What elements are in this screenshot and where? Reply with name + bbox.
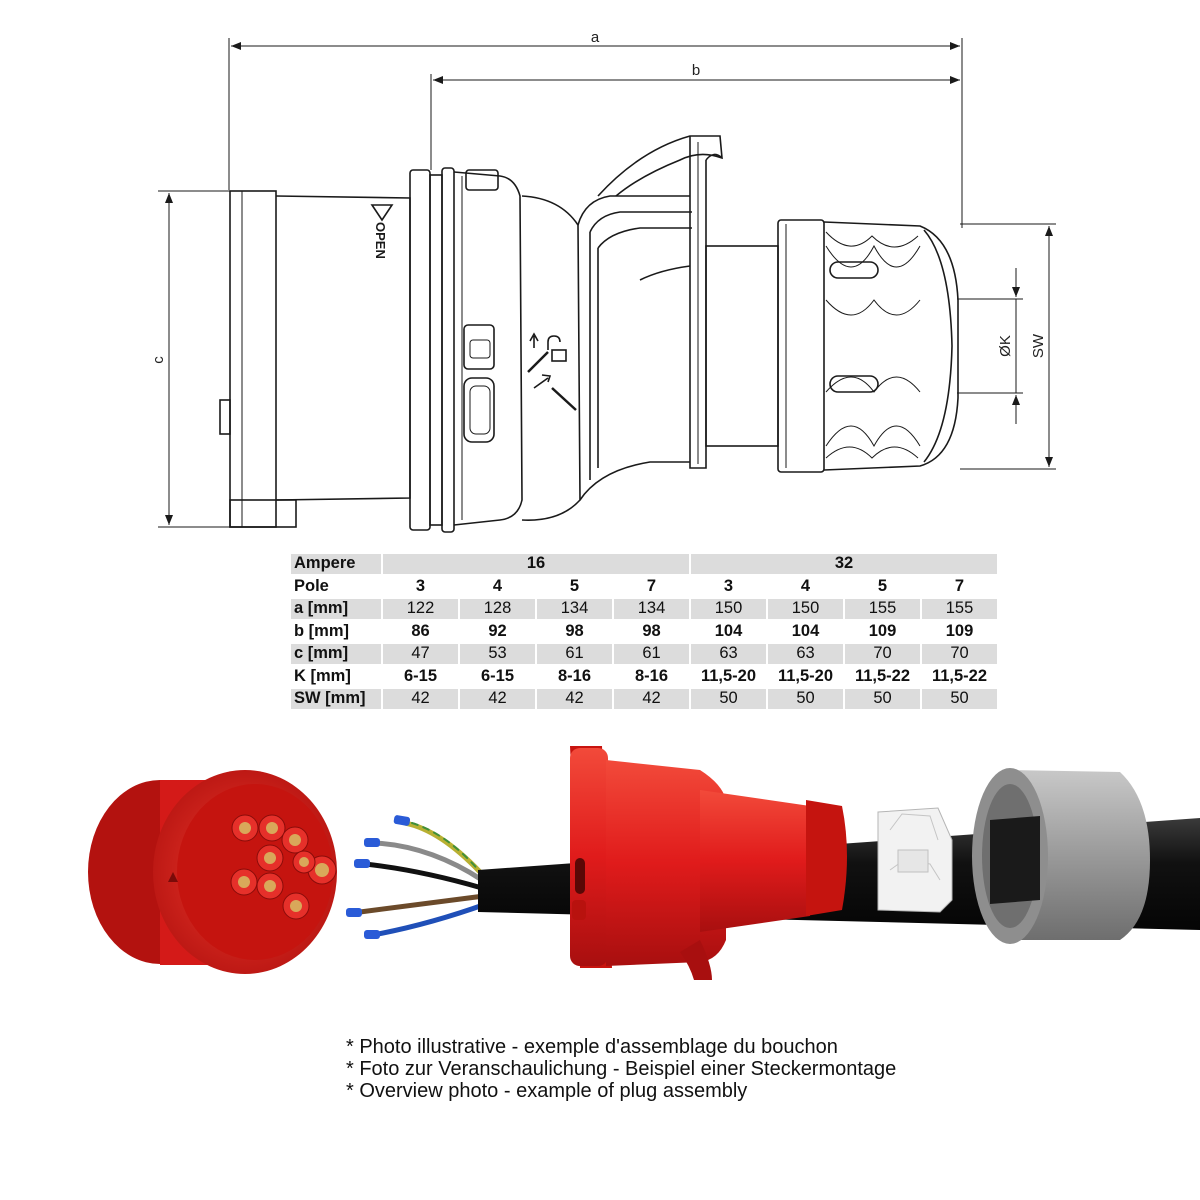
table-cell: 122: [383, 599, 458, 619]
open-label: OPEN: [373, 222, 388, 259]
dimension-a-label: a: [591, 29, 600, 46]
table-cell: 42: [614, 689, 689, 709]
row-label: a [mm]: [291, 599, 381, 619]
table-cell: 6-15: [383, 666, 458, 686]
table-cell: 11,5-20: [768, 666, 843, 686]
note-english: * Overview photo - example of plug assem…: [346, 1080, 748, 1102]
table-cell: 70: [922, 644, 997, 664]
table-cell: 134: [614, 599, 689, 619]
dimension-a: a: [228, 29, 963, 228]
caption-notes: * Photo illustrative - exemple d'assembl…: [346, 1036, 896, 1102]
table-cell: 61: [614, 644, 689, 664]
table-cell: 4: [768, 576, 843, 596]
table-cell: 104: [768, 621, 843, 641]
table-cell: 63: [768, 644, 843, 664]
table-cell: 98: [537, 621, 612, 641]
table-cell: 42: [383, 689, 458, 709]
note-french: * Photo illustrative - exemple d'assembl…: [346, 1036, 838, 1058]
table-cell: 86: [383, 621, 458, 641]
table-cell: 3: [383, 576, 458, 596]
assembly-photo: [88, 746, 1200, 980]
table-cell: 5: [537, 576, 612, 596]
dimension-b-label: b: [692, 62, 700, 79]
table-cell: 104: [691, 621, 766, 641]
gland-cap-photo: [972, 768, 1150, 944]
table-cell: 109: [922, 621, 997, 641]
wires-photo: [346, 815, 489, 939]
row-label: c [mm]: [291, 644, 381, 664]
table-cell: 8-16: [614, 666, 689, 686]
table-cell: 70: [845, 644, 920, 664]
plug-body-photo: [570, 746, 847, 980]
dimension-k: ØK: [957, 268, 1023, 424]
table-cell: 42: [537, 689, 612, 709]
dimension-c-label: c: [150, 356, 167, 364]
row-label: K [mm]: [291, 666, 381, 686]
table-cell: 47: [383, 644, 458, 664]
table-cell: 150: [691, 599, 766, 619]
row-label: Pole: [291, 576, 381, 596]
table-cell: 50: [691, 689, 766, 709]
table-cell: 42: [460, 689, 535, 709]
table-cell: 8-16: [537, 666, 612, 686]
table-cell: 7: [922, 576, 997, 596]
table-cell: 63: [691, 644, 766, 664]
table-cell: 134: [537, 599, 612, 619]
table-cell: 7: [614, 576, 689, 596]
table-cell: 155: [845, 599, 920, 619]
table-cell: 4: [460, 576, 535, 596]
table-cell: 53: [460, 644, 535, 664]
technical-drawing: a b c ØK SW OPEN: [150, 29, 1056, 533]
table-cell: 109: [845, 621, 920, 641]
dimension-c: c: [150, 190, 232, 528]
plug-collar-outline: [409, 167, 523, 533]
table-cell: 5: [845, 576, 920, 596]
collar-latch-windows: [463, 324, 495, 443]
table-cell: 11,5-22: [922, 666, 997, 686]
ampere-group-32: 32: [691, 554, 997, 574]
table-cell: 11,5-22: [845, 666, 920, 686]
table-cell: 128: [460, 599, 535, 619]
dimension-b: b: [430, 62, 960, 170]
row-label: b [mm]: [291, 621, 381, 641]
seal-insert-photo: [877, 807, 953, 913]
table-cell: 6-15: [460, 666, 535, 686]
ampere-group-16: 16: [383, 554, 689, 574]
plug-front-socket-outline: [219, 190, 411, 528]
insert-pins: [230, 814, 337, 920]
table-cell: 150: [768, 599, 843, 619]
row-label-ampere: Ampere: [291, 554, 381, 574]
dimension-k-label: ØK: [997, 335, 1014, 357]
note-german: * Foto zur Veranschaulichung - Beispiel …: [346, 1058, 897, 1080]
table-cell: 50: [768, 689, 843, 709]
table-cell: 50: [922, 689, 997, 709]
plug-tapered-body-outline: [521, 195, 692, 521]
table-row-ampere: Ampere 16 32: [291, 554, 997, 574]
cable-gland-outline: [777, 219, 959, 473]
dimension-sw: SW: [960, 223, 1056, 470]
table-cell: 61: [537, 644, 612, 664]
row-label: SW [mm]: [291, 689, 381, 709]
lock-symbol: [527, 332, 577, 411]
table-cell: 155: [922, 599, 997, 619]
open-marking: OPEN: [370, 204, 394, 259]
table-cell: 11,5-20: [691, 666, 766, 686]
table-cell: 92: [460, 621, 535, 641]
plug-insert-photo: [88, 770, 337, 974]
table-cell: 3: [691, 576, 766, 596]
table-cell: 98: [614, 621, 689, 641]
dimension-sw-label: SW: [1030, 333, 1047, 358]
table-cell: 50: [845, 689, 920, 709]
